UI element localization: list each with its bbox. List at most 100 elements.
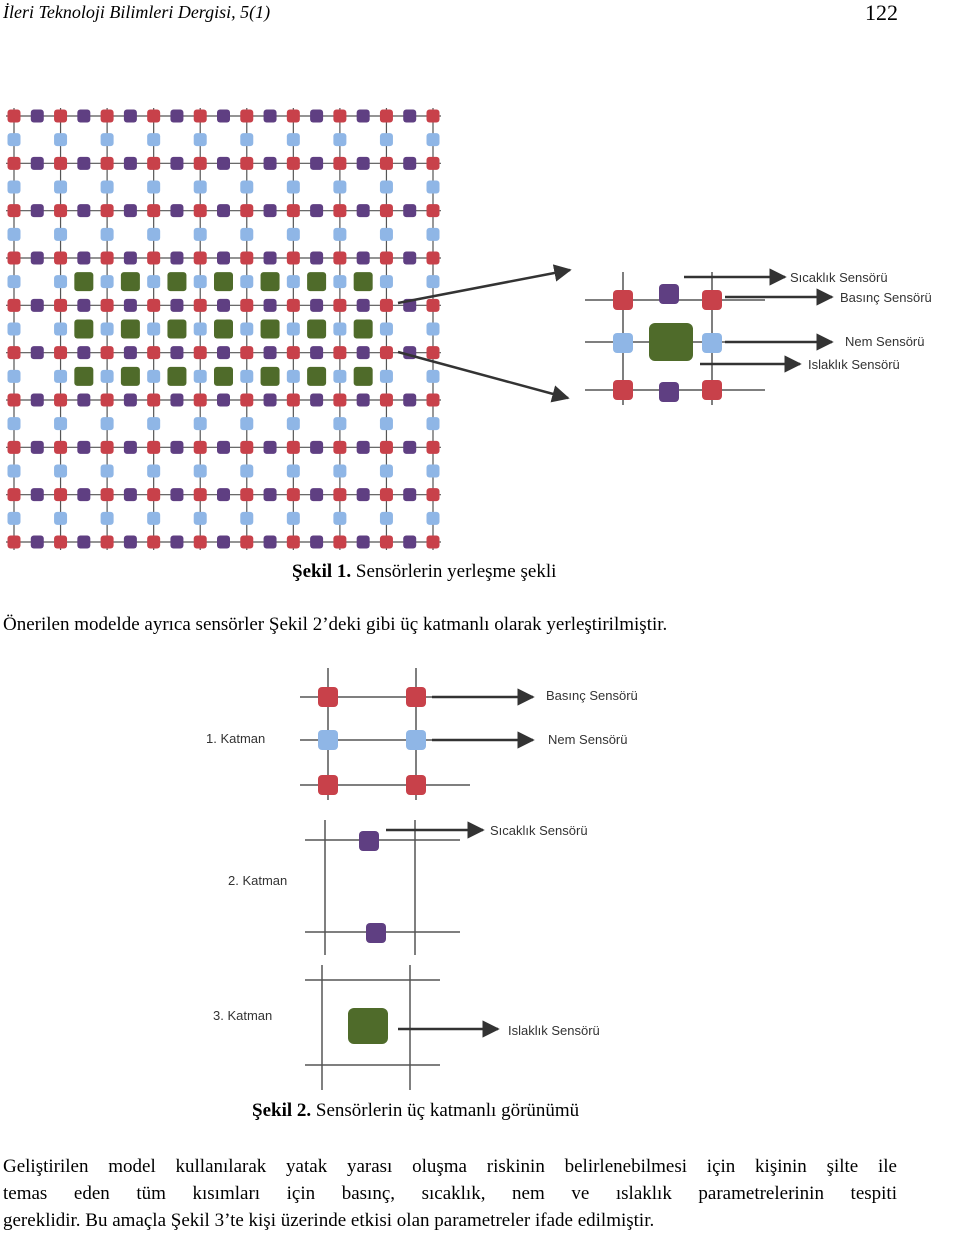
temperature-sensor	[403, 488, 417, 502]
humidity-sensor	[333, 180, 347, 194]
humidity-sensor	[286, 511, 300, 525]
humidity-sensor	[54, 369, 68, 383]
pressure-sensor	[333, 204, 347, 218]
temperature-sensor	[310, 440, 324, 454]
pressure-sensor	[100, 346, 114, 360]
pressure-sensor	[54, 393, 68, 407]
temperature-sensor	[310, 393, 324, 407]
temperature-sensor	[170, 393, 184, 407]
pressure-sensor	[240, 393, 254, 407]
wetness-sensor	[120, 319, 140, 339]
temperature-sensor	[403, 251, 417, 265]
temperature-sensor	[263, 488, 277, 502]
temperature-sensor	[123, 488, 137, 502]
pressure-sensor	[286, 109, 300, 123]
temperature-sensor	[30, 298, 44, 312]
temperature-sensor	[263, 346, 277, 360]
temperature-sensor	[263, 109, 277, 123]
humidity-sensor	[193, 133, 207, 147]
humidity-sensor	[193, 227, 207, 241]
humidity-sensor	[147, 417, 161, 431]
temperature-sensor	[263, 204, 277, 218]
pressure-sensor	[7, 204, 21, 218]
pressure-sensor	[333, 298, 347, 312]
humidity-sensor	[54, 511, 68, 525]
pressure-sensor	[240, 109, 254, 123]
temperature-sensor	[30, 251, 44, 265]
temperature-sensor	[170, 251, 184, 265]
pressure-sensor	[333, 156, 347, 170]
figure-1-caption: Şekil 1. Sensörlerin yerleşme şekli	[292, 561, 556, 583]
temperature-sensor	[310, 488, 324, 502]
temperature-sensor	[403, 156, 417, 170]
wetness-sensor	[167, 319, 187, 339]
temperature-sensor	[217, 109, 230, 123]
humidity-sensor	[379, 322, 393, 336]
temperature-sensor	[123, 346, 137, 360]
temperature-sensor	[356, 346, 370, 360]
humidity-sensor	[240, 464, 254, 478]
pressure-sensor	[100, 488, 114, 502]
temperature-sensor	[123, 440, 137, 454]
humidity-sensor	[54, 275, 68, 289]
temperature-sensor	[217, 488, 230, 502]
wetness-sensor	[353, 319, 373, 339]
humidity-sensor	[426, 511, 440, 525]
temperature-sensor	[77, 204, 91, 218]
layer-1-diagram: 1. Katman Basınç Sensörü Nem Sensörü	[206, 668, 638, 800]
wetness-sensor	[74, 319, 94, 339]
humidity-sensor	[193, 417, 207, 431]
humidity-sensor	[333, 275, 347, 289]
pressure-sensor	[426, 488, 440, 502]
humidity-sensor	[147, 322, 161, 336]
humidity-sensor	[240, 227, 254, 241]
pressure-sensor	[54, 204, 68, 218]
temperature-sensor	[263, 251, 277, 265]
pressure-sensor	[7, 346, 21, 360]
temperature-sensor	[356, 156, 370, 170]
pressure-sensor	[54, 109, 68, 123]
humidity-sensor	[54, 133, 68, 147]
temperature-sensor	[30, 393, 44, 407]
pressure-sensor	[426, 440, 440, 454]
temperature-sensor	[123, 298, 137, 312]
pressure-sensor	[100, 535, 114, 549]
temperature-sensor	[310, 109, 324, 123]
temperature-sensor	[310, 346, 324, 360]
humidity-sensor	[286, 275, 300, 289]
paragraph-2-line-3: gereklidir. Bu amaçla Şekil 3’te kişi üz…	[3, 1210, 655, 1231]
humidity-sensor	[193, 369, 207, 383]
pressure-sensor	[240, 298, 254, 312]
label-humidity-sensor: Nem Sensörü	[845, 334, 924, 349]
pressure-sensor	[100, 251, 114, 265]
temperature-sensor	[356, 109, 370, 123]
humidity-sensor	[147, 227, 161, 241]
pressure-sensor	[286, 156, 300, 170]
pressure-sensor	[333, 393, 347, 407]
humidity-sensor	[193, 464, 207, 478]
temperature-sensor	[30, 156, 44, 170]
pressure-sensor	[240, 488, 254, 502]
temperature-sensor	[123, 251, 137, 265]
wetness-sensor	[260, 319, 280, 339]
temperature-sensor	[217, 535, 230, 549]
pressure-sensor	[147, 346, 161, 360]
pressure-sensor	[426, 251, 440, 265]
humidity-sensor	[286, 417, 300, 431]
temperature-sensor	[170, 346, 184, 360]
pressure-sensor	[193, 535, 207, 549]
layer-2-label: 2. Katman	[228, 873, 287, 888]
humidity-sensor	[240, 180, 254, 194]
figure-2-caption-label: Şekil 2.	[252, 1100, 312, 1121]
humidity-sensor	[286, 322, 300, 336]
temperature-sensor	[123, 204, 137, 218]
pressure-sensor	[100, 204, 114, 218]
humidity-sensor	[426, 322, 440, 336]
humidity-sensor	[7, 322, 21, 336]
pressure-sensor	[286, 346, 300, 360]
pressure-sensor	[426, 346, 440, 360]
humidity-sensor	[100, 227, 114, 241]
temperature-sensor	[310, 204, 324, 218]
paragraph-2-line-2: temas eden tüm kısımları için basınç, sı…	[3, 1183, 897, 1204]
humidity-sensor	[333, 227, 347, 241]
